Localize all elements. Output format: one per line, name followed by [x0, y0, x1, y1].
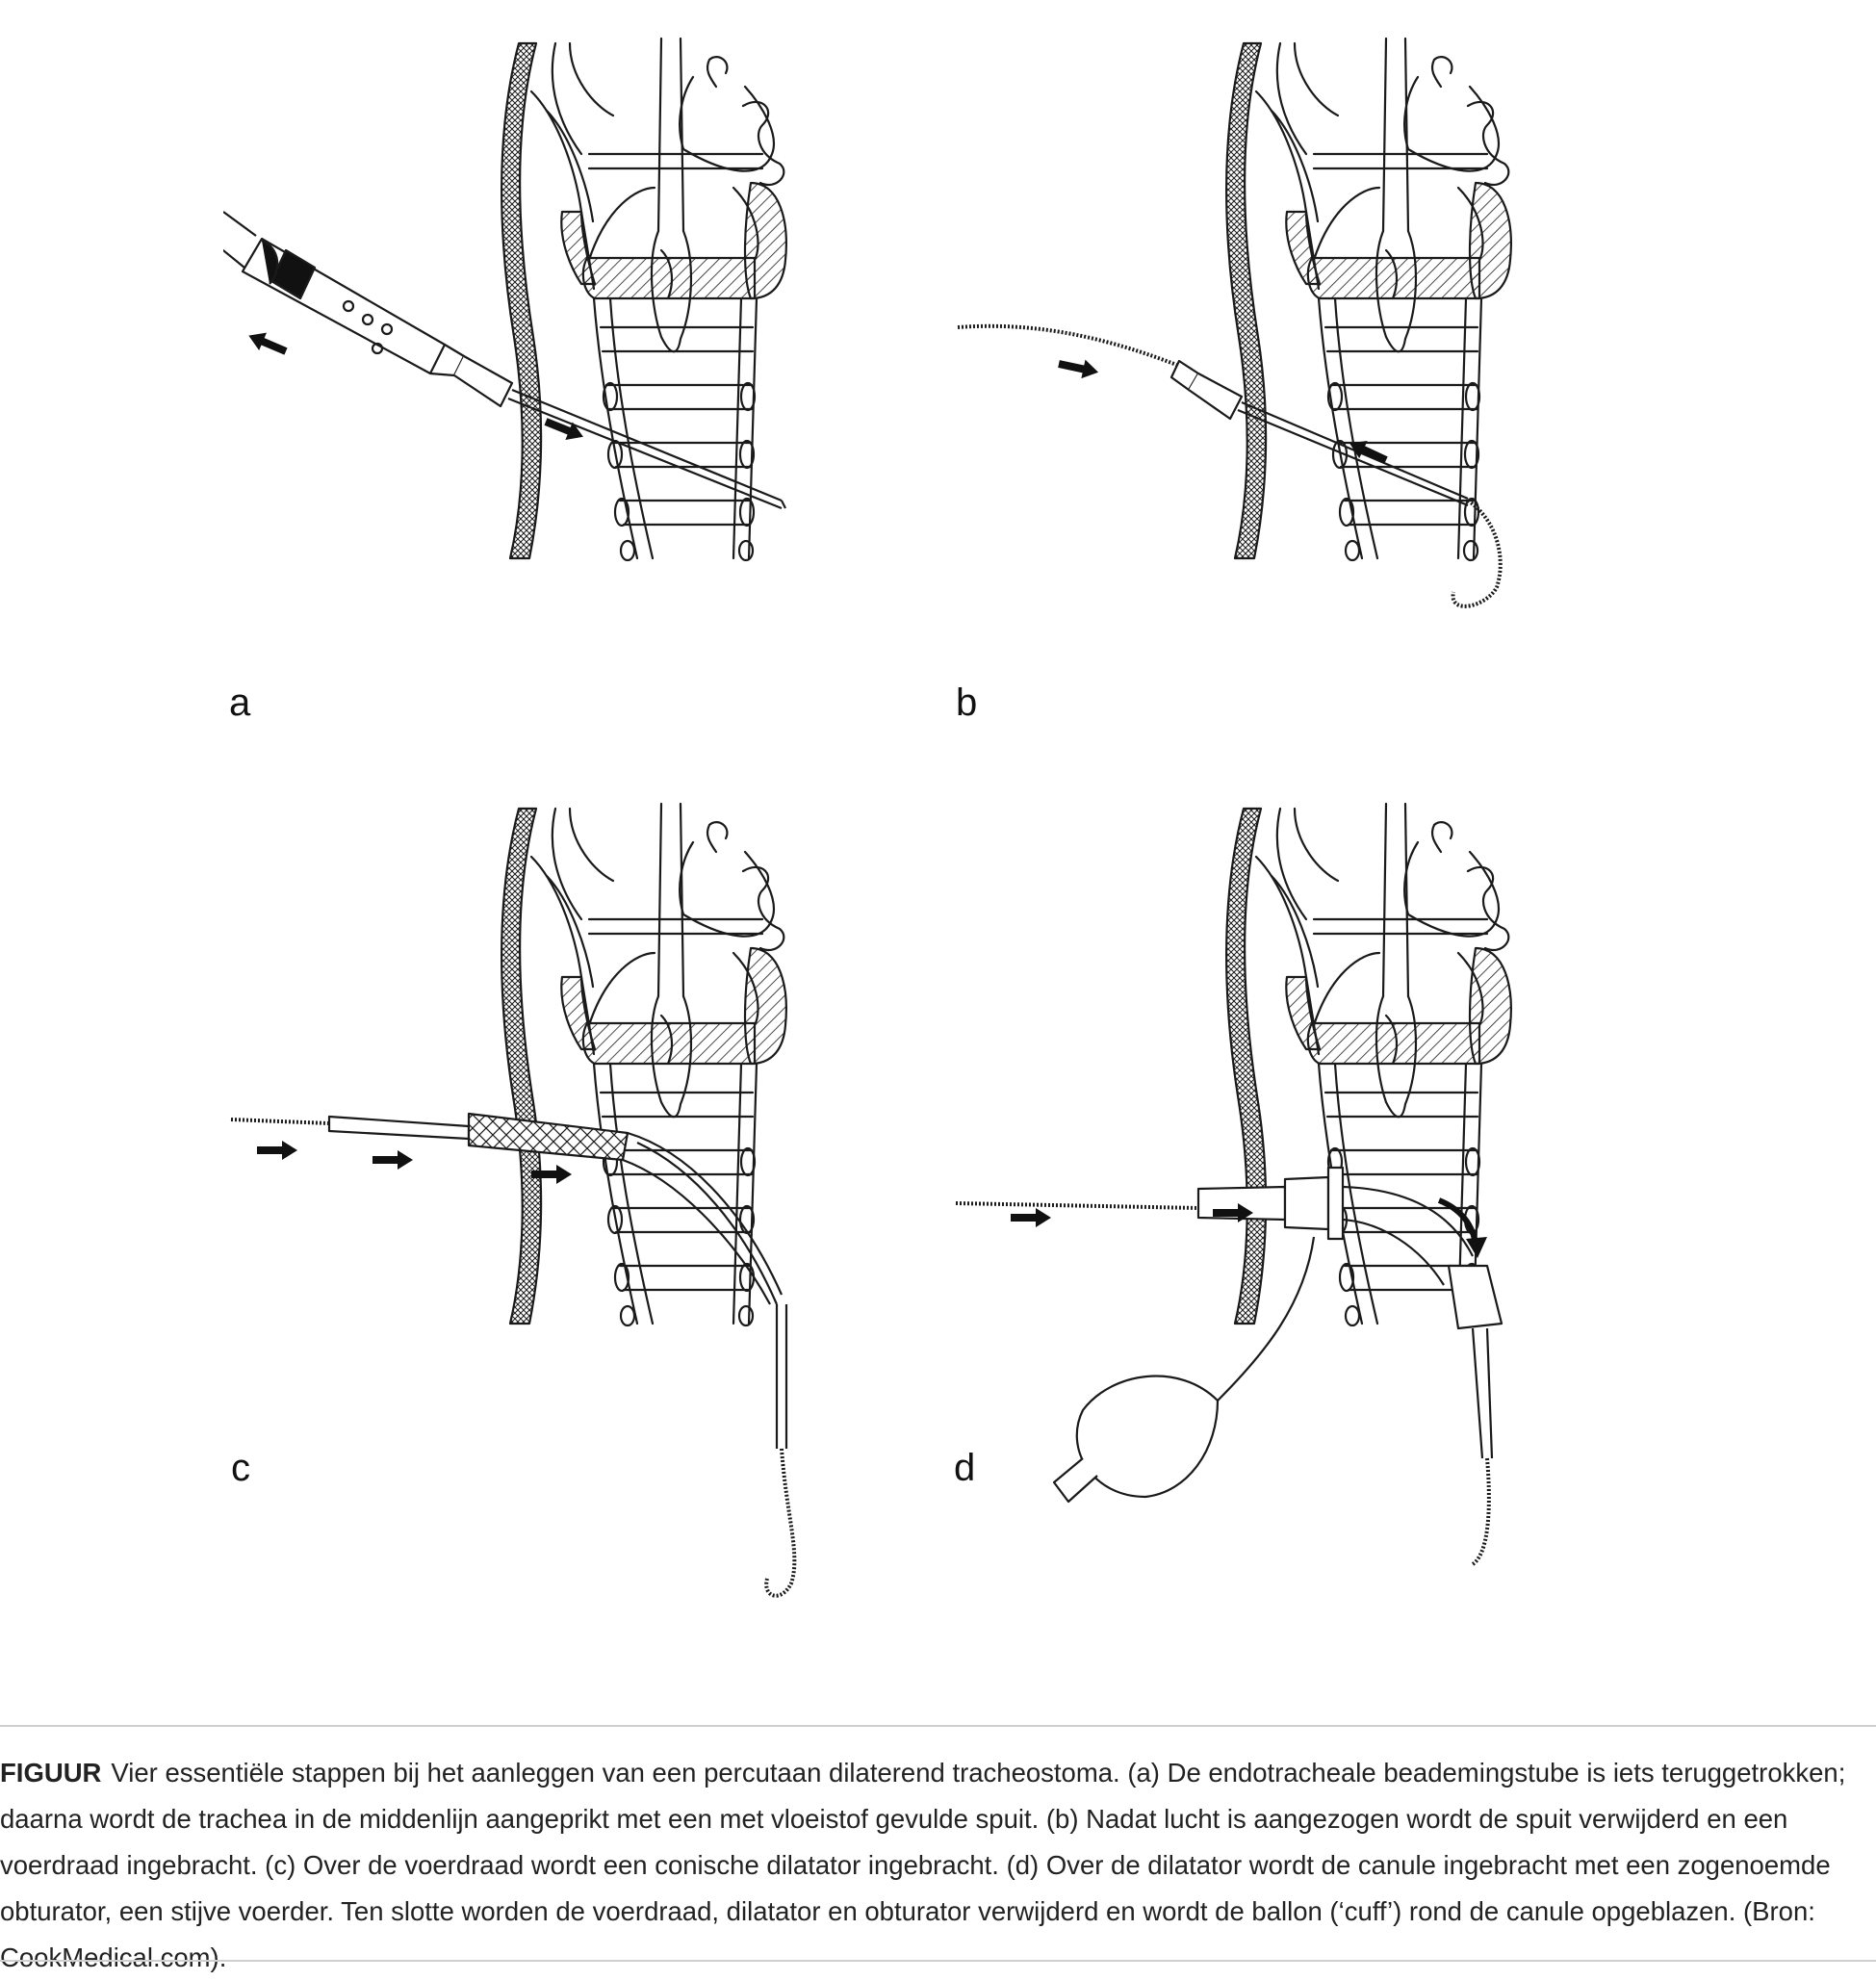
guidewire-icon: [957, 323, 1503, 608]
panel-c: c: [223, 785, 955, 1598]
panel-c-drawing: [230, 802, 797, 1598]
panel-label: b: [956, 682, 978, 724]
panel-a: a: [223, 19, 955, 751]
caption-text: Vier essentiële stappen bij het aanlegge…: [0, 1758, 1846, 1972]
arrow-icon: [257, 1141, 297, 1160]
panel-label: c: [231, 1447, 250, 1489]
caption-top-rule: [0, 1725, 1876, 1727]
arrow-icon: [1011, 1208, 1051, 1227]
arrow-icon: [244, 326, 290, 361]
panel-d-drawing: [955, 802, 1512, 1566]
caption-bottom-rule: [0, 1960, 1876, 1962]
syringe-icon: [223, 211, 786, 510]
arrow-icon: [373, 1150, 413, 1170]
panel-d: d: [948, 785, 1680, 1566]
panel-label: a: [229, 682, 251, 724]
panel-b: b: [948, 19, 1680, 751]
panel-label: d: [954, 1447, 976, 1489]
cannula-icon: [955, 1166, 1503, 1566]
arrow-icon: [1056, 354, 1101, 382]
dilator-icon: [230, 1112, 797, 1598]
panel-a-drawing: [223, 37, 787, 562]
panel-b-drawing: [957, 37, 1512, 608]
caption-label: FIGUUR: [0, 1758, 102, 1788]
